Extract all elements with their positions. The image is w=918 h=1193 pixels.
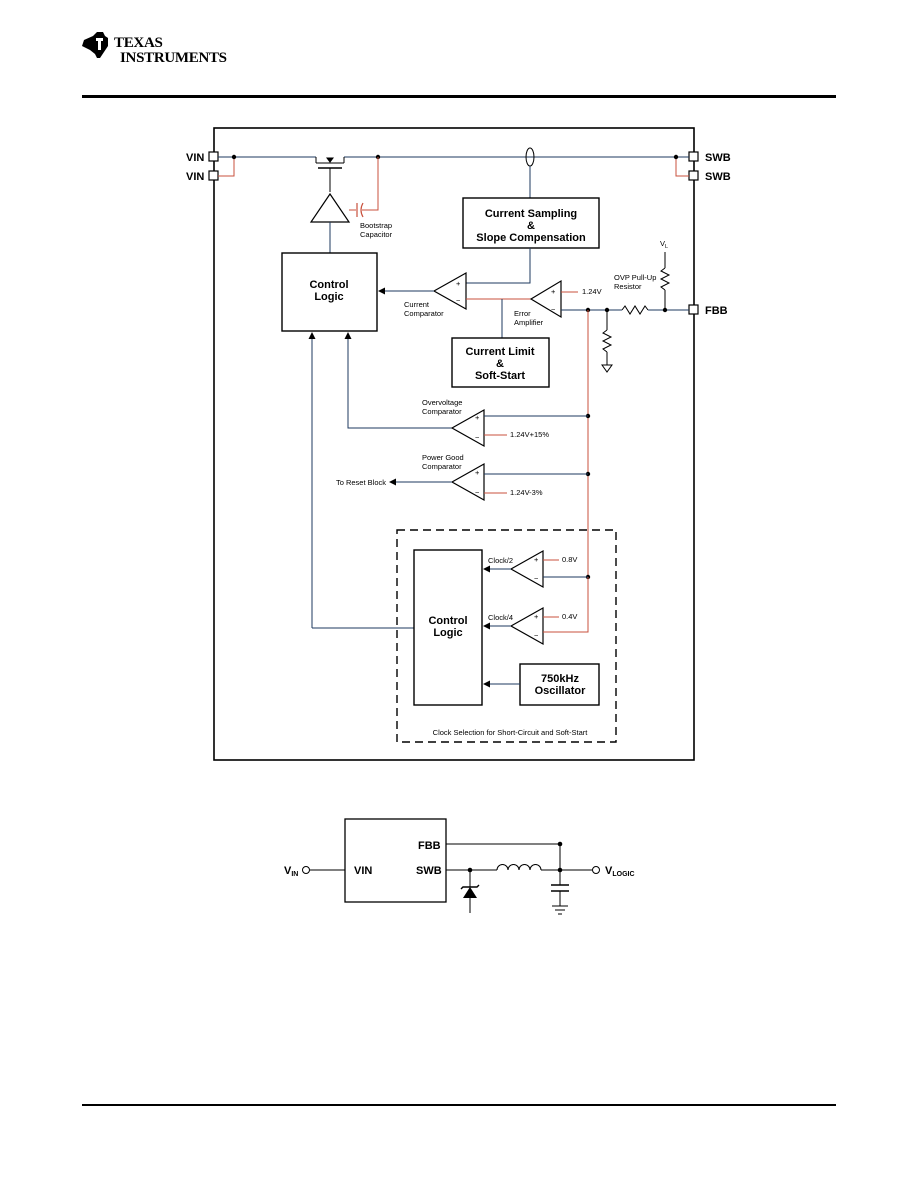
current-limit-block xyxy=(451,337,550,388)
ic-boundary xyxy=(213,127,695,761)
current-sampling-line2: & xyxy=(527,220,535,232)
control-logic-block xyxy=(281,252,378,332)
logo-line1: Texas xyxy=(114,35,163,51)
block-diagram: VIN VIN SWB SWB FBB xyxy=(186,127,731,761)
application-circuit: FBB VIN SWB VIN VLOGI xyxy=(284,818,635,915)
ov-plus: + xyxy=(475,413,480,422)
overvoltage-comparator-label-2: Comparator xyxy=(422,407,462,416)
current-limit-line3: Soft-Start xyxy=(475,370,525,382)
bootstrap-capacitor-label-2: Capacitor xyxy=(360,230,393,239)
error-amplifier-label-2: Amplifier xyxy=(514,318,544,327)
ov-minus: − xyxy=(475,433,480,442)
power-good-label-2: Comparator xyxy=(422,462,462,471)
overvoltage-comparator-label-1: Overvoltage xyxy=(422,398,462,407)
power-good-comparator xyxy=(450,462,485,502)
pin-swb-2 xyxy=(688,170,699,181)
ovp-pullup-label-1: OVP Pull-Up xyxy=(614,273,656,282)
overvoltage-comparator xyxy=(450,408,485,448)
ti-logo: Texas Instruments xyxy=(82,32,227,66)
ovp-pullup-label-2: Resistor xyxy=(614,282,642,291)
schottky-diode xyxy=(460,884,480,898)
to-reset-block-label: To Reset Block xyxy=(336,478,386,487)
power-good-label-1: Power Good xyxy=(422,453,464,462)
clock4-label: Clock/4 xyxy=(488,613,513,622)
vl-label: VL xyxy=(660,239,668,250)
c2-minus: − xyxy=(534,574,539,583)
ti-logo-icon xyxy=(82,32,108,58)
clock2-label: Clock/2 xyxy=(488,556,513,565)
footer-rule xyxy=(82,1104,836,1106)
ic-package xyxy=(344,818,447,903)
vin-terminal xyxy=(302,866,310,874)
pin-swb-2-label: SWB xyxy=(705,171,731,183)
clock-selection-label: Clock Selection for Short-Circuit and So… xyxy=(433,728,589,737)
current-sampling-line1: Current Sampling xyxy=(485,208,577,220)
current-limit-line1: Current Limit xyxy=(465,346,534,358)
oscillator-block xyxy=(519,663,600,706)
current-comparator-label-1: Current xyxy=(404,300,430,309)
app-swb-label: SWB xyxy=(416,865,442,877)
pin-vin-2 xyxy=(208,170,219,181)
vin-source-label: VIN xyxy=(284,865,298,878)
bootstrap-capacitor-label-1: Bootstrap xyxy=(360,221,392,230)
ref-1-24v: 1.24V xyxy=(582,287,602,296)
vlogic-label: VLOGIC xyxy=(605,865,635,878)
pin-fbb xyxy=(688,304,699,315)
c2-plus: + xyxy=(534,555,539,564)
app-fbb-label: FBB xyxy=(418,840,441,852)
current-sampling-block xyxy=(462,197,600,249)
pin-swb-1-label: SWB xyxy=(705,152,731,164)
c4-minus: − xyxy=(534,631,539,640)
current-comparator-label-2: Comparator xyxy=(404,309,444,318)
app-vin-label: VIN xyxy=(354,865,372,877)
inductor xyxy=(496,864,542,871)
pg-plus: + xyxy=(475,468,480,477)
pg-minus: − xyxy=(475,488,480,497)
cc-plus: + xyxy=(456,279,461,288)
pin-vin-2-label: VIN xyxy=(186,171,204,183)
vlogic-terminal xyxy=(592,866,600,874)
ref-0-4v: 0.4V xyxy=(562,612,577,621)
clock-selection-region xyxy=(396,529,617,743)
clock2-comparator xyxy=(509,549,544,589)
clock4-comparator xyxy=(509,606,544,646)
ea-plus: + xyxy=(551,287,556,296)
error-amplifier-label-1: Error xyxy=(514,309,531,318)
ref-0-8v: 0.8V xyxy=(562,555,577,564)
error-amplifier xyxy=(529,279,562,319)
clock-control-logic-block xyxy=(413,549,483,706)
power-path xyxy=(218,147,689,198)
current-sampling-line3: Slope Compensation xyxy=(476,232,586,244)
current-limit-line2: & xyxy=(496,358,504,370)
control-logic-line2: Logic xyxy=(314,291,343,303)
ref-ov: 1.24V+15% xyxy=(510,430,549,439)
ref-pg: 1.24V-3% xyxy=(510,488,543,497)
c4-plus: + xyxy=(534,612,539,621)
mosfet-switch xyxy=(315,157,345,192)
clock-control-logic-line2: Logic xyxy=(433,627,462,639)
feedback-network xyxy=(561,252,689,632)
ea-minus: − xyxy=(551,305,556,314)
header-rule xyxy=(82,95,836,98)
pin-swb-1 xyxy=(688,151,699,162)
oscillator-line2: Oscillator xyxy=(535,685,586,697)
control-logic-line1: Control xyxy=(309,279,348,291)
pin-fbb-label: FBB xyxy=(705,305,728,317)
logo-line2: Instruments xyxy=(120,50,227,66)
cc-minus: − xyxy=(456,296,461,305)
clock-control-logic-line1: Control xyxy=(428,615,467,627)
oscillator-line1: 750kHz xyxy=(541,673,579,685)
pin-vin-1 xyxy=(208,151,219,162)
gate-driver xyxy=(309,157,379,253)
pin-vin-1-label: VIN xyxy=(186,152,204,164)
current-comparator xyxy=(432,271,467,311)
